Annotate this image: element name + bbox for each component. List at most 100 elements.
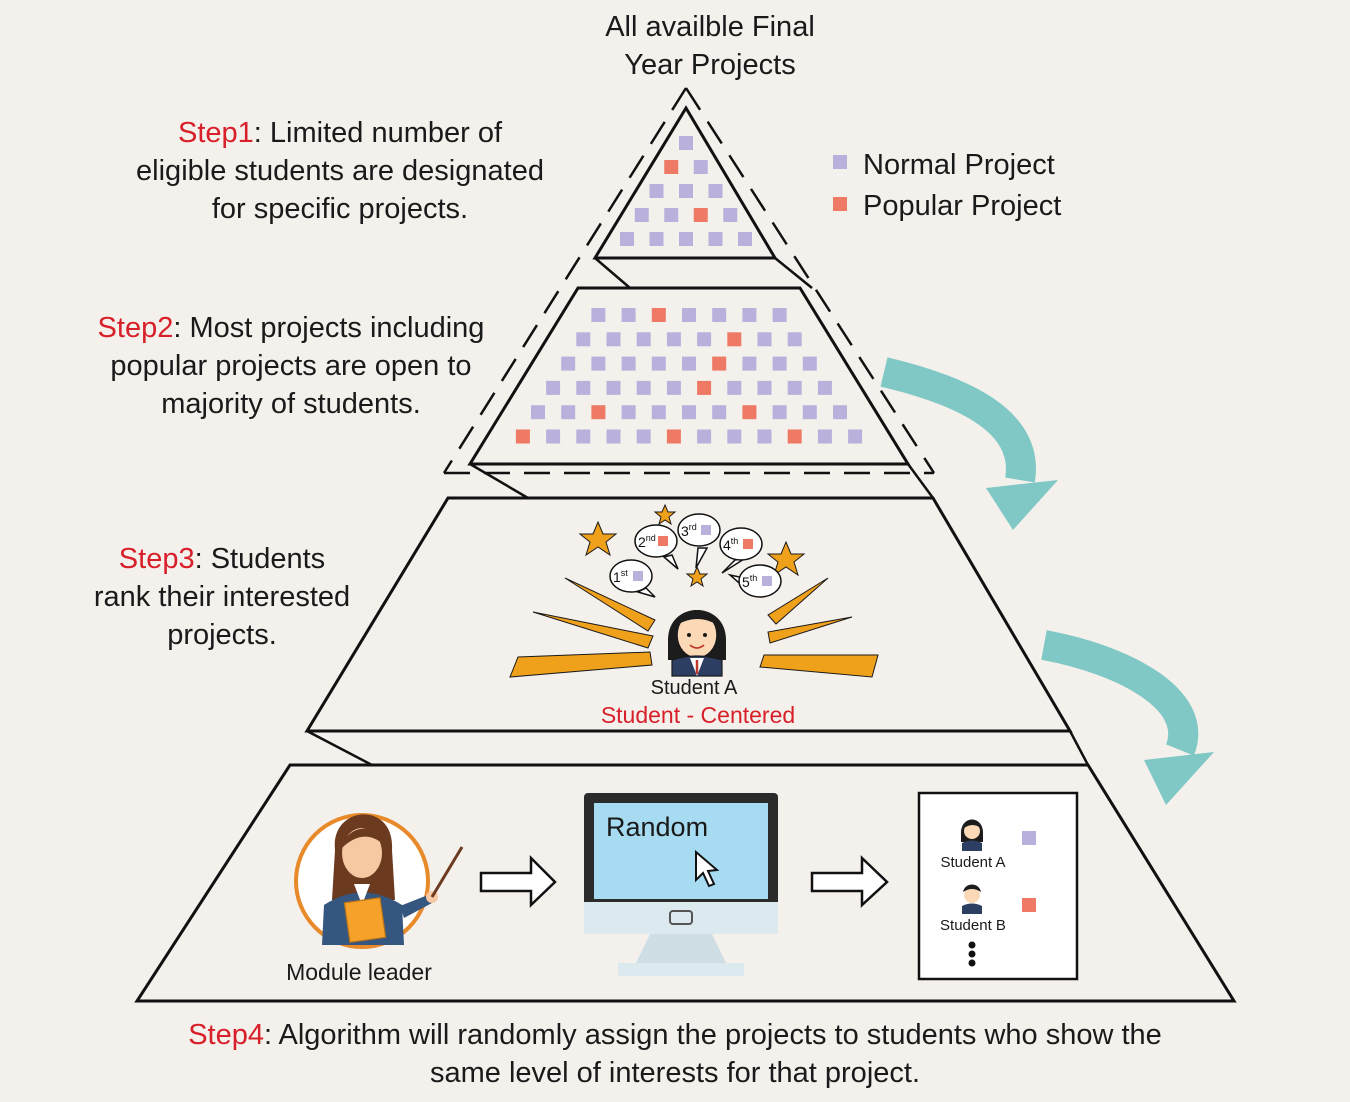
process-arrows — [479, 854, 889, 908]
rank-label: 2nd — [638, 533, 656, 550]
rank-bubbles: 1st 2nd 3rd 4th 5th — [609, 513, 782, 598]
step2-label: Step2 — [97, 312, 174, 344]
normal-project-cell — [787, 380, 802, 395]
normal-project-cell — [621, 405, 636, 420]
normal-project-cell — [664, 208, 679, 222]
normal-project-cell — [723, 208, 738, 222]
normal-project-cell — [591, 356, 606, 371]
result-student-b-label: Student B — [940, 917, 1006, 934]
step3-label: Step3 — [118, 543, 195, 575]
normal-project-cell — [772, 405, 787, 420]
normal-project-cell — [757, 332, 772, 347]
normal-project-cell — [697, 332, 712, 347]
result-student-a-project — [1022, 831, 1036, 845]
rank-bubble — [634, 524, 678, 558]
popular-project-cell — [515, 429, 530, 444]
rank-bubble — [738, 564, 782, 598]
tier1-project-grid — [620, 136, 752, 246]
curved-arrow-upper — [880, 357, 1058, 530]
popular-project-cell — [787, 429, 802, 444]
rank-label: 1st — [613, 568, 628, 585]
rank-label: 5th — [742, 573, 757, 590]
normal-project-cell — [636, 429, 651, 444]
stars — [578, 503, 806, 588]
normal-project-cell — [757, 380, 772, 395]
student-a-label: Student A — [650, 677, 738, 699]
normal-project-cell — [772, 308, 787, 322]
normal-project-cell — [606, 332, 621, 347]
rank-label: 3rd — [681, 522, 697, 539]
normal-project-cell — [833, 405, 847, 420]
normal-project-cell — [697, 429, 712, 444]
dashed-outline — [442, 87, 936, 475]
normal-project-cell — [848, 429, 863, 444]
tier2-trapezoid — [467, 286, 911, 466]
rank-label: 4th — [723, 536, 738, 553]
normal-project-cell — [817, 429, 832, 444]
normal-project-cell — [649, 232, 664, 246]
legend-popular-swatch — [833, 197, 847, 211]
rank-bubble-tail — [662, 554, 679, 570]
normal-project-cell — [787, 332, 802, 347]
normal-project-cell — [576, 429, 591, 444]
normal-project-cell — [727, 429, 742, 444]
normal-project-cell — [708, 184, 723, 198]
normal-project-cell — [682, 308, 696, 322]
normal-project-cell — [651, 405, 666, 420]
rank-project-swatch — [633, 571, 643, 581]
normal-project-cell — [546, 429, 561, 444]
normal-project-cell — [531, 405, 545, 420]
popular-project-cell — [727, 332, 742, 347]
step3-text: Step3: Students rank their interested pr… — [93, 543, 351, 651]
popular-project-cell — [591, 405, 606, 420]
popular-project-cell — [712, 356, 727, 371]
step4-label: Step4 — [188, 1019, 264, 1051]
assignment-result-box — [917, 791, 1079, 981]
normal-project-cell — [679, 184, 693, 198]
computer-monitor — [584, 793, 778, 976]
rank-project-swatch — [658, 536, 668, 546]
normal-project-cell — [546, 380, 561, 395]
result-student-a-icon — [961, 819, 983, 851]
normal-project-cell — [802, 356, 817, 371]
normal-project-cell — [802, 405, 817, 420]
normal-project-cell — [649, 184, 664, 198]
normal-project-cell — [621, 356, 636, 371]
rank-bubble — [609, 559, 653, 593]
highlight-rays — [509, 577, 879, 678]
step4-text: Step4: Algorithm will randomly assign th… — [188, 1019, 1162, 1089]
normal-project-cell — [682, 356, 696, 371]
legend-popular-label: Popular Project — [863, 190, 1062, 222]
normal-project-cell — [634, 208, 649, 222]
normal-project-cell — [679, 232, 693, 246]
normal-project-cell — [738, 232, 752, 246]
normal-project-cell — [772, 356, 787, 371]
normal-project-cell — [561, 405, 576, 420]
normal-project-cell — [682, 405, 696, 420]
popular-project-cell — [742, 405, 757, 420]
normal-project-cell — [576, 380, 591, 395]
normal-project-cell — [636, 332, 651, 347]
tier-connectors — [306, 257, 1090, 767]
normal-project-cell — [708, 232, 723, 246]
ellipsis-dots — [968, 941, 976, 967]
normal-project-cell — [620, 232, 634, 246]
normal-project-cell — [606, 429, 621, 444]
normal-project-cell — [742, 308, 757, 322]
top-title: All availble Final Year Projects — [605, 11, 815, 81]
normal-project-cell — [651, 356, 666, 371]
normal-project-cell — [606, 380, 621, 395]
legend-normal-label: Normal Project — [863, 149, 1055, 181]
normal-project-cell — [679, 136, 693, 150]
module-leader-label: Module leader — [286, 959, 432, 985]
rank-project-swatch — [743, 539, 753, 549]
module-leader-figure — [294, 813, 464, 949]
popular-project-cell — [651, 308, 666, 322]
normal-project-cell — [817, 380, 832, 395]
legend-normal-swatch — [833, 155, 847, 169]
popular-project-cell — [693, 208, 708, 222]
normal-project-cell — [742, 356, 757, 371]
normal-project-cell — [757, 429, 772, 444]
rank-bubble — [719, 527, 763, 561]
